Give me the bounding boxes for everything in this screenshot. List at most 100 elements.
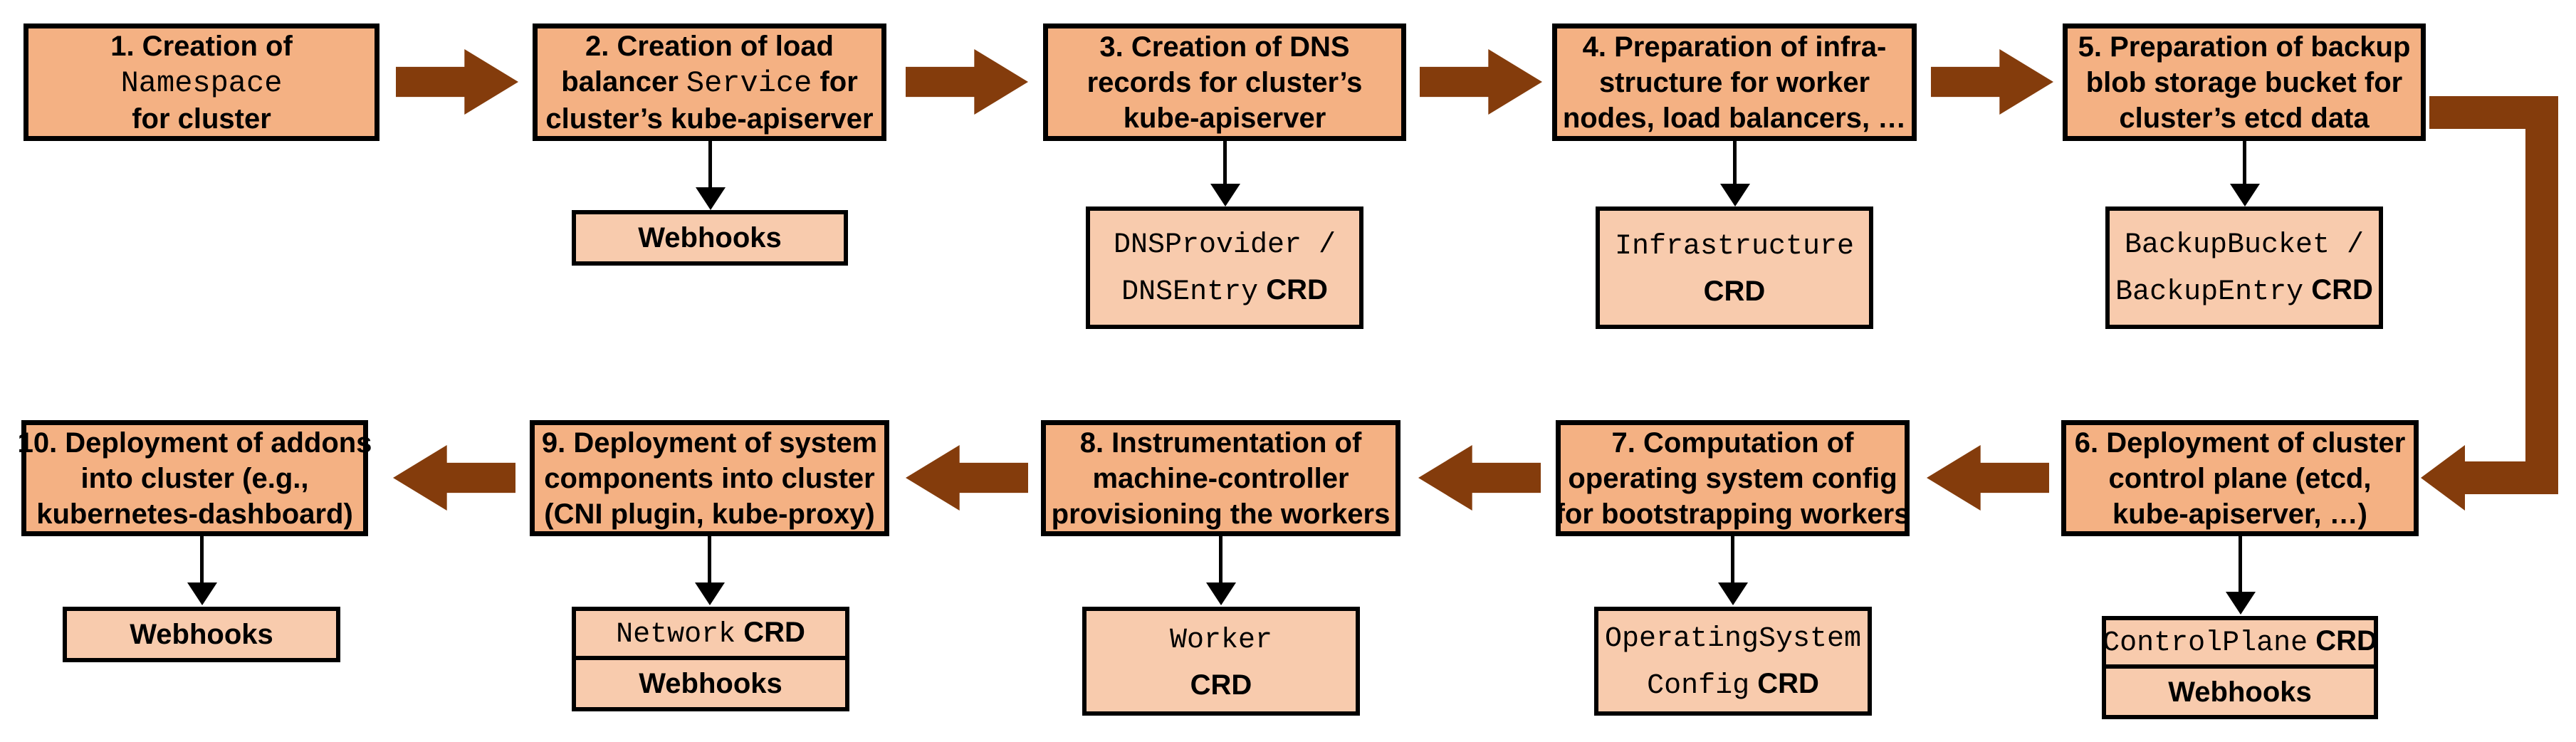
crd-label: CRD (2308, 625, 2377, 657)
step-6-webhooks-box: Webhooks (2102, 664, 2378, 719)
step-10-webhooks-box: Webhooks (63, 607, 340, 662)
step-title-line: 10. Deployment of addons (18, 425, 372, 461)
connector-step8-line (1219, 536, 1222, 582)
step-title-line: machine-controller (1092, 461, 1349, 496)
crd-mono: Config (1647, 669, 1750, 702)
step-title-line: (CNI plugin, kube-proxy) (544, 496, 874, 532)
crd-line: DNSProvider / (1114, 221, 1336, 268)
step-5-box: 5. Preparation of backup blob storage bu… (2063, 23, 2426, 141)
step-title-line: 2. Creation of load (585, 28, 834, 64)
step-title-line: 1. Creation of (110, 28, 293, 64)
step-title-line: cluster’s kube-apiserver (545, 101, 873, 137)
crd-mono: BackupEntry (2115, 276, 2304, 308)
crd-mono: BackupBucket / (2124, 229, 2365, 261)
crd-label: CRD (1190, 669, 1252, 701)
step-title-text: 6. Deployment of cluster (2074, 427, 2406, 459)
step-title-mono: Namespace (120, 66, 283, 100)
step-title-line: records for cluster’s (1087, 65, 1363, 100)
connector-step4-line (1733, 141, 1737, 184)
crd-line: BackupEntry CRD (2115, 268, 2373, 315)
step-title-text: structure for worker (1598, 66, 1870, 98)
webhooks-label: Webhooks (130, 619, 273, 650)
step-3-crd-box: DNSProvider / DNSEntry CRD (1086, 207, 1363, 329)
step-title-line: 9. Deployment of system (542, 425, 877, 461)
step-10-box: 10. Deployment of addons into cluster (e… (18, 420, 372, 536)
step-title-line: 5. Preparation of backup (2078, 29, 2411, 65)
step-title-text: into cluster (e.g., (80, 462, 309, 494)
step-title-line: cluster’s etcd data (2119, 100, 2369, 136)
webhooks-label: Webhooks (638, 222, 782, 254)
step-title-text: blob storage bucket for (2085, 66, 2403, 98)
crd-line: CRD (1704, 269, 1766, 313)
step-title-text: nodes, load balancers, … (1562, 102, 1907, 134)
step-2-webhooks-box: Webhooks (572, 210, 848, 266)
step-title-line: 4. Preparation of infra- (1583, 29, 1887, 65)
step-8-box: 8. Instrumentation of machine-controller… (1041, 420, 1400, 536)
crd-mono: DNSEntry (1121, 276, 1259, 308)
step-4-box: 4. Preparation of infra- structure for w… (1552, 23, 1917, 141)
crd-line: DNSEntry CRD (1121, 268, 1328, 315)
webhooks-label: Webhooks (639, 668, 782, 699)
crd-label: CRD (1749, 667, 1819, 699)
connector-step9-line (708, 536, 711, 582)
step-title-text: 3. Creation of DNS (1099, 31, 1350, 63)
step-9-crd-box: Network CRD (572, 607, 849, 660)
step-2-box: 2. Creation of load balancer Service for… (533, 23, 886, 141)
crd-label: CRD (1258, 274, 1328, 305)
step-4-crd-box: Infrastructure CRD (1596, 207, 1873, 329)
step-title-text: control plane (etcd, (2108, 462, 2372, 494)
step-8-crd-box: Worker CRD (1082, 607, 1360, 716)
step-5-crd-box: BackupBucket / BackupEntry CRD (2105, 207, 2383, 329)
step-title-line: 7. Computation of (1612, 425, 1854, 461)
step-title-text: balancer (561, 66, 686, 98)
step-title-text: kubernetes-dashboard) (36, 498, 353, 530)
step-title-line: blob storage bucket for (2086, 65, 2403, 100)
step-title-text: 7. Computation of (1611, 427, 1854, 459)
crd-mono: ControlPlane (2103, 627, 2308, 659)
step-6-crd-box: ControlPlane CRD (2102, 616, 2378, 669)
connector-step7-line (1731, 536, 1734, 582)
crd-mono: Network (616, 618, 736, 651)
step-title-text: machine-controller (1092, 462, 1349, 494)
step-title-line: kube-apiserver, …) (2112, 496, 2367, 532)
step-9-box: 9. Deployment of system components into … (530, 420, 889, 536)
down-arrowhead-icon (1206, 582, 1236, 605)
connector-step10-line (200, 536, 204, 582)
connector-step2-line (708, 141, 712, 187)
webhooks-label: Webhooks (2168, 676, 2312, 708)
connector-step5-line (2243, 141, 2246, 184)
step-title-text: 10. Deployment of addons (17, 427, 372, 459)
crd-mono: DNSProvider / (1113, 229, 1336, 261)
step-title-text: components into cluster (544, 462, 875, 494)
step-title-line: provisioning the workers (1052, 496, 1391, 532)
connector-step3-line (1223, 141, 1227, 184)
crd-label: CRD (2303, 274, 2373, 305)
step-title-text: for (812, 66, 858, 98)
crd-mono: OperatingSystem (1604, 622, 1862, 655)
down-arrowhead-icon (695, 582, 725, 605)
step-title-text: 1. Creation of (110, 30, 293, 62)
connector-step6-line (2239, 536, 2242, 592)
step-title-line: into cluster (e.g., (80, 461, 308, 496)
step-1-box: 1. Creation of Namespace for cluster (23, 23, 379, 141)
step-6-box: 6. Deployment of cluster control plane (… (2061, 420, 2419, 536)
step-title-line: components into cluster (544, 461, 875, 496)
step-title-line: operating system config (1568, 461, 1897, 496)
crd-line: Network CRD (616, 610, 805, 657)
step-title-line: Namespace (121, 64, 283, 101)
down-arrowhead-icon (1720, 184, 1750, 207)
step-title-line: kube-apiserver (1124, 100, 1326, 136)
crd-label: CRD (1703, 276, 1766, 307)
crd-mono: Worker (1169, 624, 1273, 657)
crd-label: CRD (735, 616, 805, 648)
step-title-text: records for cluster’s (1087, 66, 1363, 98)
step-9-webhooks-box: Webhooks (572, 656, 849, 711)
step-title-text: provisioning the workers (1051, 498, 1391, 530)
crd-line: ControlPlane CRD (2103, 619, 2377, 666)
step-title-text: operating system config (1568, 462, 1897, 494)
step-title-line: 3. Creation of DNS (1099, 29, 1349, 65)
crd-line: Config CRD (1647, 662, 1819, 709)
down-arrowhead-icon (187, 582, 217, 605)
